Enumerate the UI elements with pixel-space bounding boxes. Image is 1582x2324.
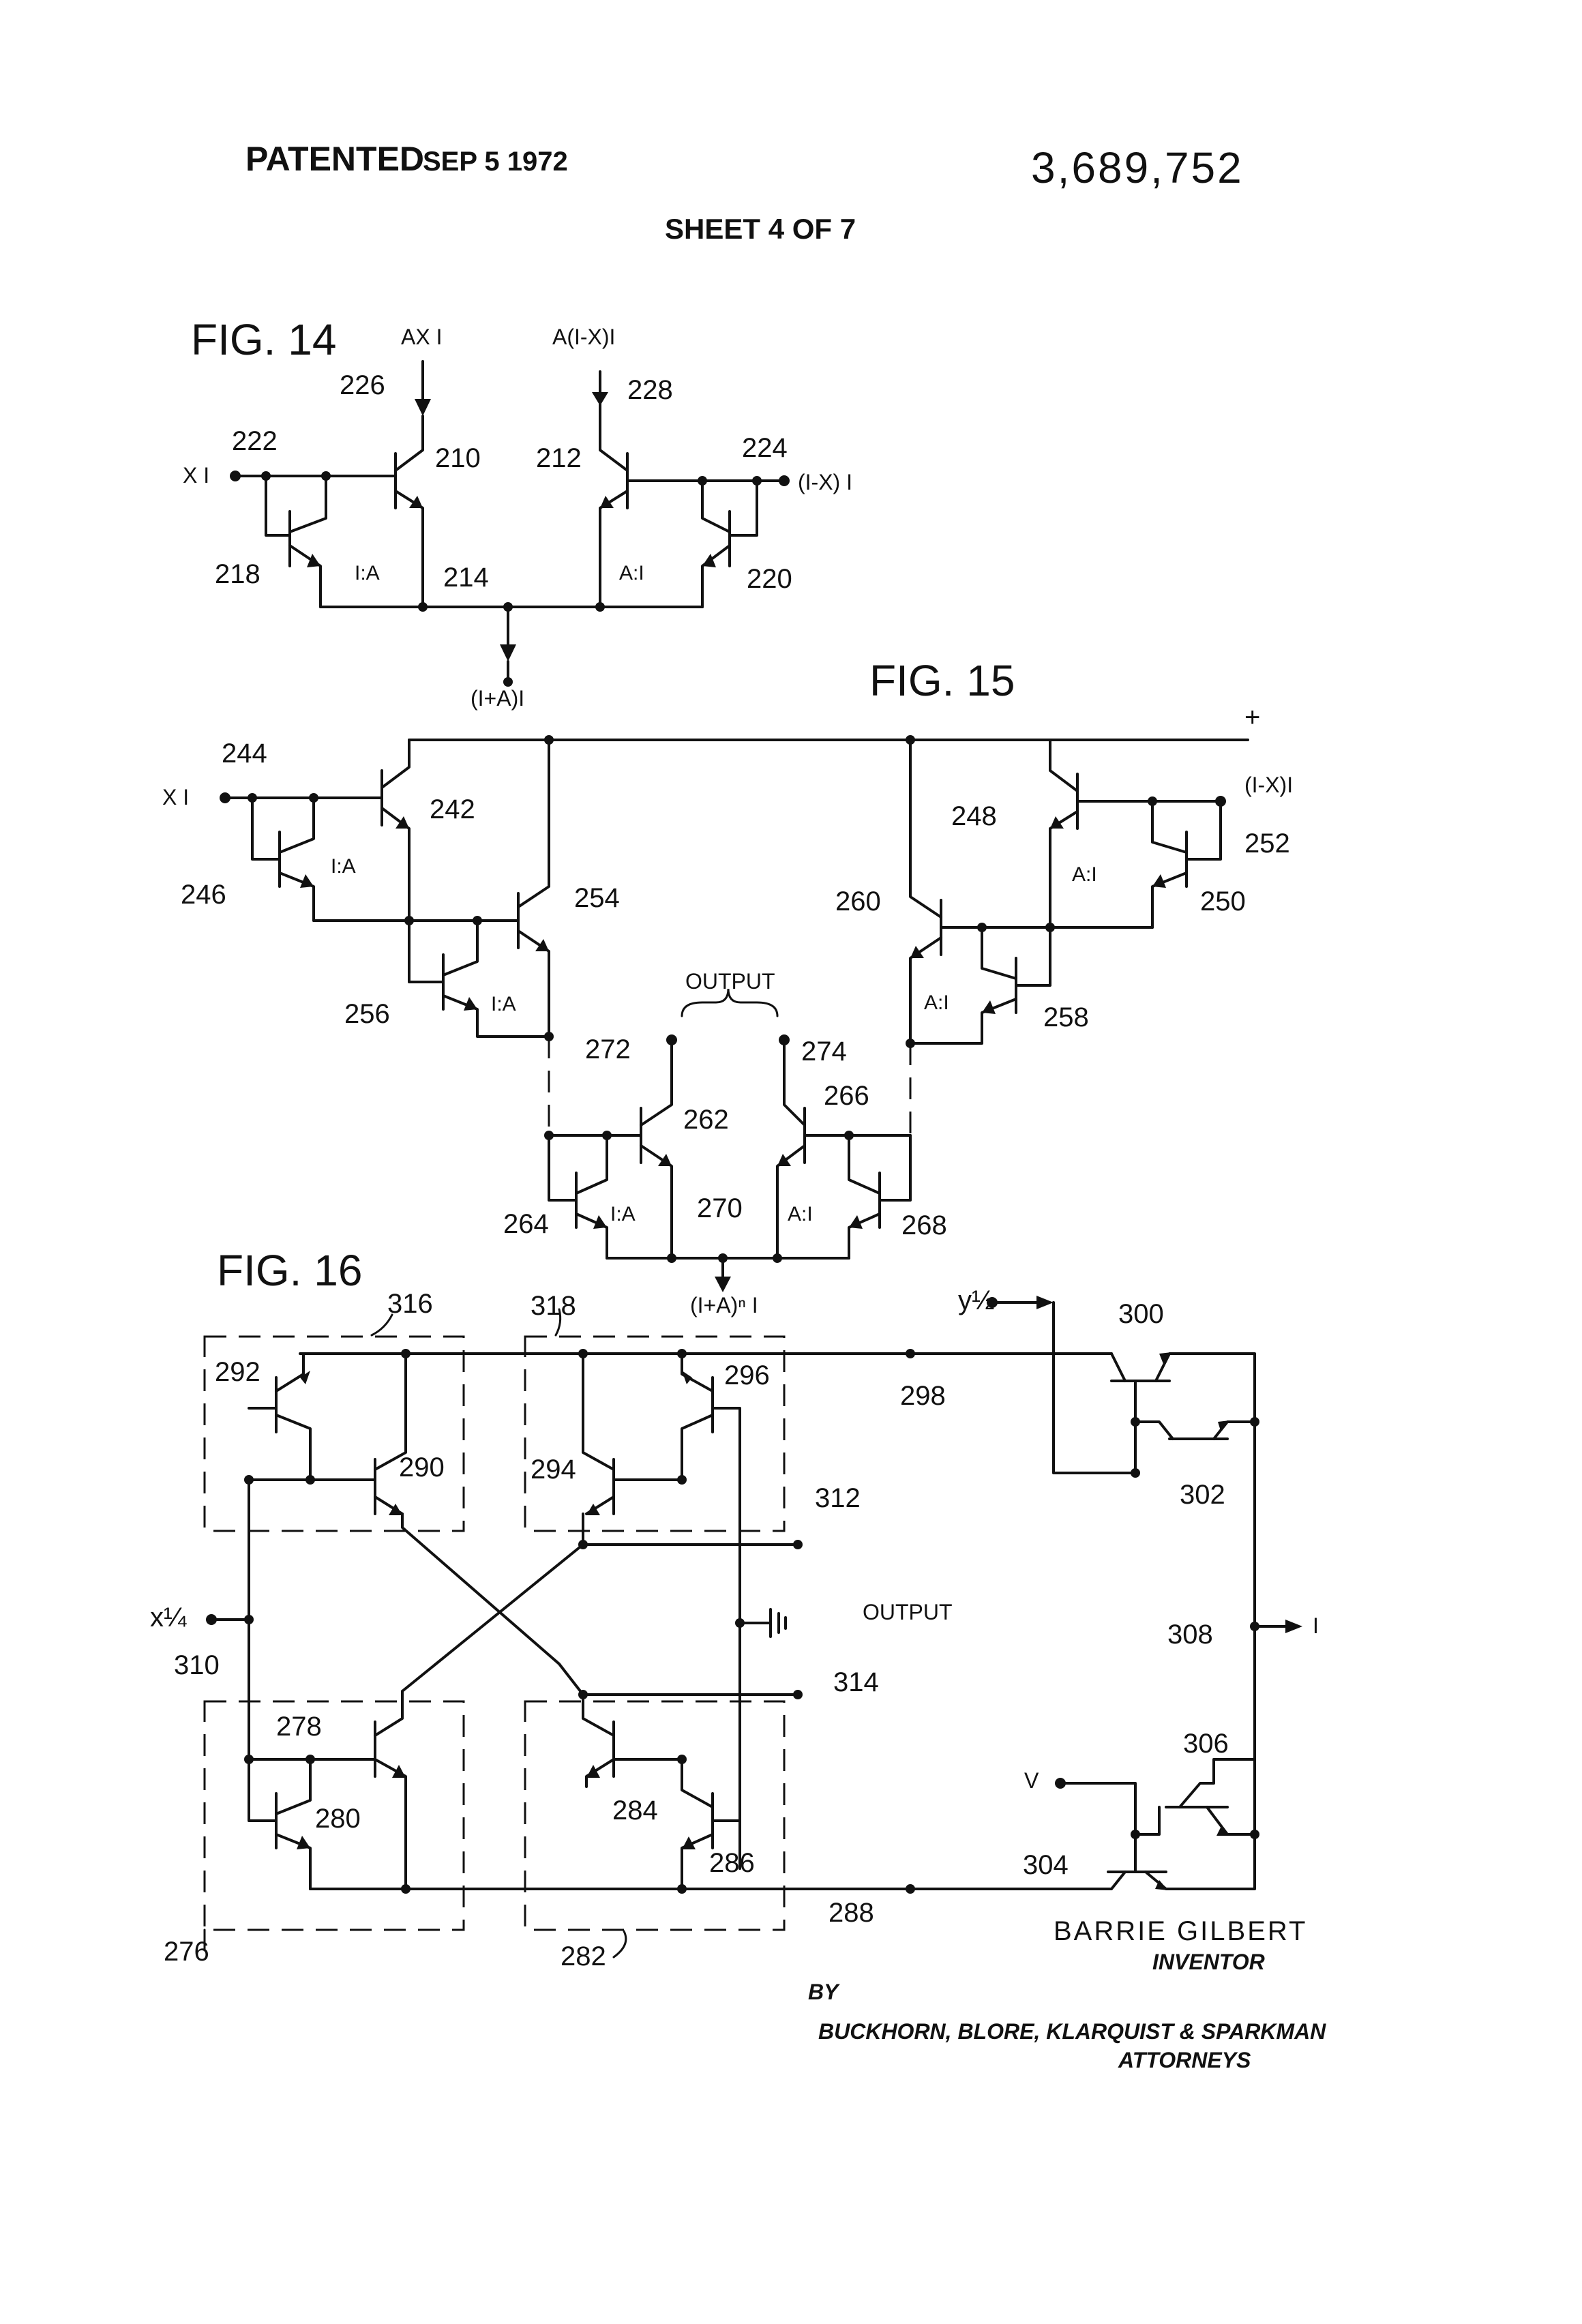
ref-280: 280 [315,1804,361,1834]
fig-15-title: FIG. 15 [869,656,1015,705]
ref-296: 296 [724,1360,770,1390]
sheet-number: SHEET 4 OF 7 [665,213,856,245]
ref-250: 250 [1200,887,1246,917]
ref-284: 284 [612,1796,658,1826]
sheet-header: PATENTED SEP 5 1972 3,689,752 SHEET 4 OF… [245,140,1244,245]
ref-214: 214 [443,563,489,593]
ref-262: 262 [683,1105,729,1135]
label-1pa-i: (I+A)I [471,686,524,711]
ref-292: 292 [215,1357,260,1387]
label-v: V [1024,1768,1039,1793]
ref-264: 264 [503,1209,549,1239]
label-a-1mx-i: A(I-X)I [552,325,615,349]
ref-286: 286 [709,1848,755,1878]
label-output-15: OUTPUT [685,969,775,994]
ref-242: 242 [430,794,475,824]
label-y-half: y½ [958,1285,994,1315]
ref-294: 294 [531,1455,576,1485]
patent-number: 3,689,752 [1031,143,1244,192]
ref-282: 282 [561,1941,606,1971]
inventor-role: INVENTOR [1152,1950,1265,1974]
ref-272: 272 [585,1034,631,1064]
fig-14-circuit: FIG. 14 [183,315,852,711]
inventor-name: BARRIE GILBERT [1054,1916,1307,1946]
ref-228: 228 [627,375,673,405]
ratio-1-a-bot: I:A [610,1203,636,1225]
ref-302: 302 [1180,1480,1225,1510]
ref-244: 244 [222,739,267,769]
ref-312: 312 [815,1483,861,1513]
ref-290: 290 [399,1452,445,1483]
ref-220: 220 [747,564,792,594]
fig-16-title: FIG. 16 [217,1246,362,1295]
ref-316: 316 [387,1289,433,1319]
ref-308: 308 [1167,1620,1213,1650]
ref-252: 252 [1244,829,1290,859]
ref-254: 254 [574,883,620,913]
label-ax-i: AX I [401,325,442,349]
label-x-i: X I [183,463,209,488]
ratio-a-1: A:I [619,562,644,584]
ratio-a-1-bot: A:I [788,1203,813,1225]
ref-318: 318 [531,1291,576,1321]
ref-222: 222 [232,426,278,456]
ref-246: 246 [181,880,226,910]
label-output-16: OUTPUT [863,1600,953,1624]
ref-304: 304 [1023,1850,1069,1880]
ref-260: 260 [835,887,881,917]
ratio-1-a: I:A [355,562,380,584]
signature-block: BARRIE GILBERT INVENTOR BY BUCKHORN, BLO… [808,1916,1326,2072]
ref-310: 310 [174,1650,220,1680]
ref-268: 268 [901,1210,947,1240]
label-output-current: (I+A)ⁿ I [690,1293,758,1317]
label-x-quarter: x¼ [150,1603,187,1633]
label-plus-supply: + [1244,702,1260,732]
ref-278: 278 [276,1712,322,1742]
ref-210: 210 [435,443,481,473]
ratio-1-a-mid: I:A [491,993,516,1015]
patented-stamp: PATENTED [245,140,424,178]
label-1mx-i: (I-X) I [798,470,852,494]
ref-226: 226 [340,370,385,400]
ratio-a-1-top: A:I [1072,863,1097,886]
patent-date: SEP 5 1972 [423,147,568,177]
ref-314: 314 [833,1667,879,1697]
ref-248: 248 [951,801,997,831]
fig-16-circuit: FIG. 16 [150,1246,1319,1971]
ref-270: 270 [697,1193,743,1223]
ref-212: 212 [536,443,582,473]
ref-298: 298 [900,1381,946,1411]
ref-276: 276 [164,1937,209,1967]
ref-218: 218 [215,559,260,589]
ref-300: 300 [1118,1299,1164,1329]
fig-14-title: FIG. 14 [191,315,336,364]
attorneys-firm: BUCKHORN, BLORE, KLARQUIST & SPARKMAN [818,2019,1326,2044]
attorneys-role: ATTORNEYS [1118,2048,1251,2072]
label-1mx-i-15: (I-X)I [1244,773,1293,797]
ref-274: 274 [801,1037,847,1067]
ref-288: 288 [829,1898,874,1928]
ref-256: 256 [344,999,390,1029]
ref-266: 266 [824,1081,869,1111]
ratio-1-a-top: I:A [331,855,356,878]
ref-224: 224 [742,433,788,463]
ratio-a-1-mid: A:I [924,992,949,1014]
fig-15-circuit: FIG. 15 [162,656,1293,1317]
by-label: BY [808,1980,840,2004]
ref-306: 306 [1183,1729,1229,1759]
ref-258: 258 [1043,1002,1089,1032]
label-x-i-15: X I [162,785,189,809]
label-output-i: I [1313,1613,1319,1638]
